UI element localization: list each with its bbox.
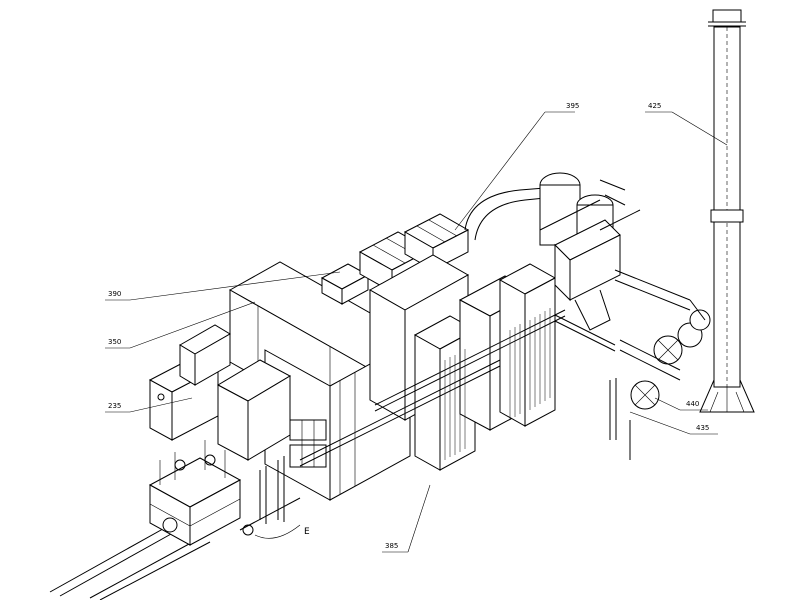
rail-cart-frame [148,440,242,546]
callout-385: 385 [385,542,398,550]
pipe-runs [299,209,641,467]
roof-filter-units [320,213,470,305]
callout-395: 395 [566,102,579,110]
callout-435: 435 [696,424,709,432]
detail-marker-e: E [304,527,310,537]
callout-235: 235 [108,402,121,410]
fans [609,269,711,460]
callout-425: 425 [648,102,661,110]
exhaust-stack [699,9,755,413]
callout-labels: 395 425 390 350 235 440 435 385 E [108,102,709,550]
callout-350: 350 [108,338,121,346]
leader-lines [105,111,728,553]
callout-440: 440 [686,400,699,408]
housing-235 [148,324,292,461]
rails [49,524,211,601]
callout-390: 390 [108,290,121,298]
ducting [464,172,626,331]
